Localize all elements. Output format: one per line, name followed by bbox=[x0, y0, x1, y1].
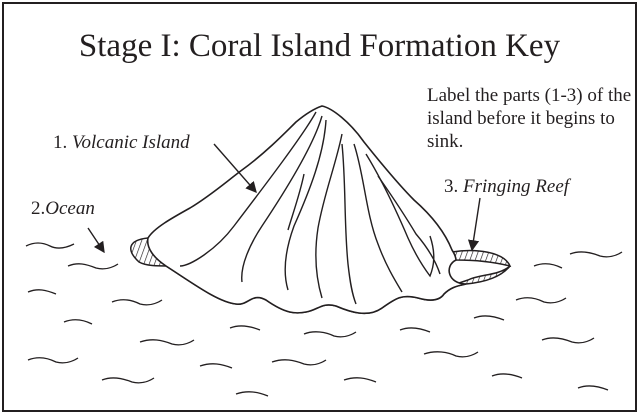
arrow-ocean bbox=[88, 228, 104, 252]
volcanic-island-shape bbox=[148, 106, 466, 313]
island-illustration bbox=[4, 4, 635, 410]
arrow-fringing-reef bbox=[472, 198, 480, 250]
